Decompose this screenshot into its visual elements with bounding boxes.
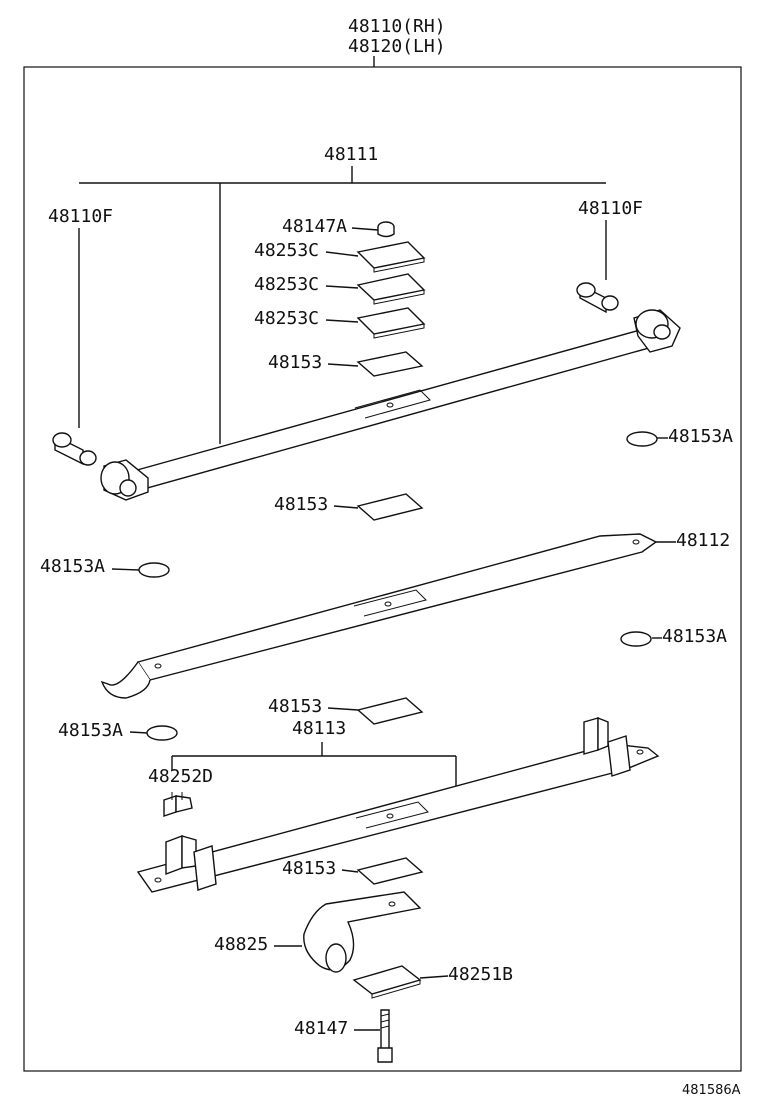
label-48147a[interactable]: 48147A <box>282 216 347 237</box>
leader-48153-1 <box>327 363 359 367</box>
label-48112[interactable]: 48112 <box>676 530 730 551</box>
label-48113[interactable]: 48113 <box>292 718 346 739</box>
label-48253c-1[interactable]: 48253C <box>254 240 319 261</box>
diagram-id: 481586A <box>682 1083 741 1098</box>
label-48111[interactable]: 48111 <box>324 144 378 165</box>
bracket-48113 <box>171 742 457 790</box>
bracket-48111 <box>79 166 606 444</box>
pad-48153-2 <box>356 493 424 521</box>
leader-48253c-3 <box>325 319 359 323</box>
label-48825[interactable]: 48825 <box>214 934 268 955</box>
label-48153-1[interactable]: 48153 <box>268 352 322 373</box>
label-48153a-3[interactable]: 48153A <box>662 626 727 647</box>
button-48153a-3 <box>620 631 652 647</box>
label-48251b[interactable]: 48251B <box>448 964 513 985</box>
plate-48251b <box>352 965 422 995</box>
label-48253c-2[interactable]: 48253C <box>254 274 319 295</box>
leaf-48112 <box>100 533 658 699</box>
button-48153a-1 <box>626 431 658 447</box>
leader-48253c-1 <box>325 251 359 257</box>
bolt-48147 <box>377 1009 393 1063</box>
bracket-48825 <box>303 891 422 973</box>
label-48110f-left[interactable]: 48110F <box>48 206 113 227</box>
bushing-48110f-right <box>576 282 619 314</box>
leader-48153-4 <box>341 869 359 873</box>
leaf-48113 <box>136 716 660 893</box>
leader-48153-3 <box>327 707 359 711</box>
diagram-frame <box>23 66 742 1072</box>
button-48153a-4 <box>146 725 178 741</box>
label-48153a-1[interactable]: 48153A <box>668 426 733 447</box>
label-48153a-4[interactable]: 48153A <box>58 720 123 741</box>
leader-48251b <box>419 975 449 979</box>
button-48153a-2 <box>138 562 170 578</box>
leader-48253c-2 <box>325 285 359 289</box>
bushing-48110f-left <box>52 432 97 466</box>
leader-48153-2 <box>333 505 359 509</box>
label-48153-2[interactable]: 48153 <box>274 494 328 515</box>
label-48153-4[interactable]: 48153 <box>282 858 336 879</box>
leader-48153a-4 <box>129 731 149 734</box>
pad-48153-1 <box>356 351 424 377</box>
clip-48252d <box>163 792 193 817</box>
leader-48153a-2 <box>111 568 141 571</box>
label-48153-3[interactable]: 48153 <box>268 696 322 717</box>
label-48253c-3[interactable]: 48253C <box>254 308 319 329</box>
assembly-number-rh[interactable]: 48110(RH) <box>348 16 446 37</box>
label-48110f-right[interactable]: 48110F <box>578 198 643 219</box>
pad-48153-4 <box>356 857 424 885</box>
label-48147[interactable]: 48147 <box>294 1018 348 1039</box>
nut-48147a <box>377 221 395 238</box>
assembly-number-lh[interactable]: 48120(LH) <box>348 36 446 57</box>
pad-48153-3 <box>356 697 424 725</box>
leader-48147a <box>351 227 379 231</box>
label-48153a-2[interactable]: 48153A <box>40 556 105 577</box>
label-48252d[interactable]: 48252D <box>148 766 213 787</box>
main-leaf-48111 <box>100 309 681 501</box>
